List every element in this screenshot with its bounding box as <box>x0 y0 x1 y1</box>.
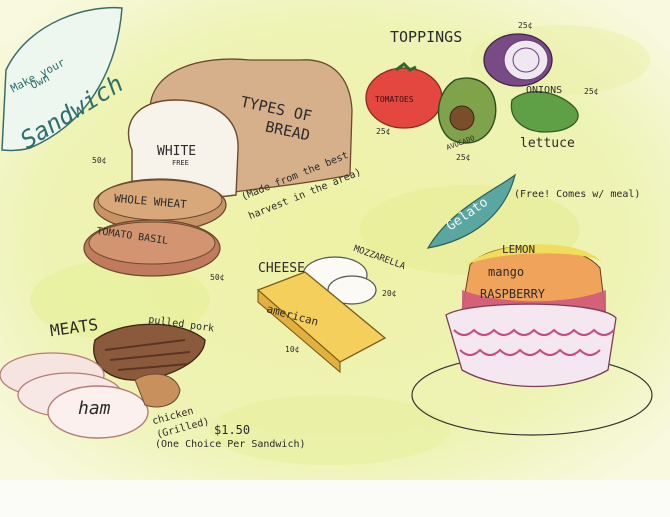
meats-price: $1.50 <box>214 423 251 437</box>
make-your-own-sandwich-banner <box>1 6 123 152</box>
american-cheese-drawing <box>256 271 387 374</box>
bread-white-label: WHITE <box>157 144 197 159</box>
gelato-flavor-lemon: LEMON <box>502 243 536 256</box>
onion-drawing <box>483 33 553 87</box>
topping-onions-label: ONIONS <box>526 85 563 96</box>
bread-loaf-drawing <box>83 58 353 277</box>
topping-avocado-price: 25¢ <box>456 153 471 162</box>
topping-tomatoes-label: TOMATOES <box>375 95 414 104</box>
bread-tomato-basil-price: 50¢ <box>210 273 225 282</box>
bread-whole-wheat-price: 50¢ <box>92 156 107 165</box>
topping-tomatoes-price: 25¢ <box>376 127 391 136</box>
cheese-mozzarella-price: 20¢ <box>382 289 397 298</box>
tomato-drawing <box>365 62 443 129</box>
avocado-drawing <box>437 77 497 144</box>
meats-note: (One Choice Per Sandwich) <box>155 439 306 450</box>
scan-margin <box>0 480 670 517</box>
gelato-note: (Free! Comes w/ meal) <box>514 189 641 200</box>
gelato-flavor-raspberry: RASPBERRY <box>480 287 546 301</box>
toppings-heading: TOPPINGS <box>390 28 463 46</box>
gelato-leaf <box>426 173 516 249</box>
topping-onions-price: 25¢ <box>518 21 533 30</box>
cheese-heading: CHEESE <box>258 261 305 276</box>
meat-ham-label: ham <box>78 398 111 419</box>
topping-lettuce-price: 25¢ <box>584 87 599 96</box>
topping-lettuce-label: lettuce <box>520 136 575 151</box>
lettuce-drawing <box>510 91 579 133</box>
cheese-american-price: 10¢ <box>285 345 300 354</box>
gelato-cup-drawing <box>411 244 653 436</box>
gelato-flavor-mango: mango <box>488 265 525 279</box>
meats-drawing <box>0 323 206 439</box>
bread-white-price: FREE <box>172 159 189 167</box>
